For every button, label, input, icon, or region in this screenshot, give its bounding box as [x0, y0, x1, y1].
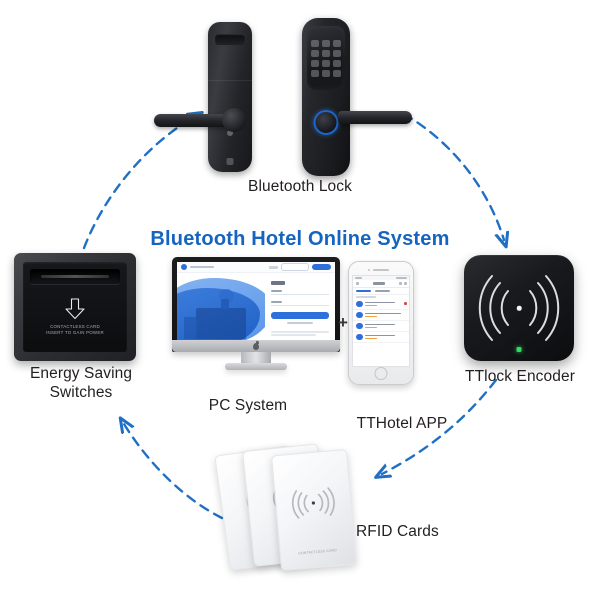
arrow-lock-to-encoder — [402, 112, 504, 240]
lock-thumbturn-icon — [222, 108, 246, 132]
list-item-text — [365, 323, 406, 329]
password-label — [271, 300, 283, 304]
rfid-cards-graphic: CONTACTLESS CARD — [214, 443, 382, 584]
tab-apartment[interactable] — [356, 290, 371, 292]
contactless-icon — [291, 487, 335, 519]
password-field[interactable] — [271, 305, 329, 307]
home-button-icon[interactable] — [374, 367, 388, 380]
city-silhouette — [183, 299, 246, 339]
search-input[interactable] — [281, 263, 309, 271]
encoder-center-dot-icon — [516, 305, 522, 311]
app-nav-title — [372, 282, 385, 285]
browser-top-bar — [177, 262, 335, 273]
forgot-password-link[interactable] — [287, 322, 314, 325]
list-item-text — [365, 301, 406, 307]
hero-illustration — [177, 273, 266, 340]
lock-exterior-panel-icon — [302, 18, 412, 176]
login-button[interactable] — [312, 263, 331, 271]
monitor-chin — [172, 340, 340, 352]
tab-basement[interactable] — [375, 290, 390, 292]
label-pc-system: PC System — [208, 397, 288, 414]
lock-handle-left-icon — [154, 114, 232, 127]
list-item-text — [365, 312, 406, 318]
monitor-body — [172, 257, 340, 352]
encoder-led-indicator — [516, 347, 522, 352]
account-label — [271, 289, 283, 292]
switch-face: CONTACTLESS CARD INSERT TO GAIN POWER — [23, 262, 127, 352]
energy-saving-switch-graphic: CONTACTLESS CARD INSERT TO GAIN POWER — [14, 253, 136, 361]
switch-frame: CONTACTLESS CARD INSERT TO GAIN POWER — [14, 253, 136, 361]
phone-screen — [352, 275, 410, 367]
browser-content — [177, 273, 335, 340]
list-item-text — [365, 334, 406, 340]
monitor-screen — [177, 262, 335, 340]
lock-keypad-glass — [307, 26, 345, 90]
rfid-card-front: CONTACTLESS CARD — [271, 448, 357, 572]
monitor-stand-neck — [241, 352, 271, 365]
earpiece-speaker-icon — [373, 269, 389, 271]
footer-note — [271, 331, 329, 337]
lock-avatar — [356, 322, 363, 330]
label-ttlock-encoder: TTlock Encoder — [465, 368, 575, 385]
tthotel-app-graphic — [348, 261, 414, 385]
lock-avatar — [356, 300, 363, 308]
login-heading — [271, 281, 286, 285]
lock-avatar — [356, 311, 363, 319]
apple-logo-icon — [253, 342, 259, 350]
encoder-body — [464, 255, 574, 361]
front-camera-icon — [368, 269, 371, 272]
lock-keypad-icon — [311, 40, 341, 77]
lock-card-slot-icon — [215, 34, 245, 45]
add-icon[interactable] — [403, 282, 407, 285]
app-tabs — [353, 288, 409, 295]
list-item[interactable] — [353, 332, 409, 343]
list-item[interactable] — [353, 310, 409, 321]
plus-symbol: + — [338, 313, 348, 332]
lock-interior-panel-icon — [154, 22, 252, 172]
ttlock-encoder-graphic — [464, 255, 574, 361]
lock-indicator-b-icon — [227, 130, 233, 136]
label-rfid-cards: RFID Cards — [356, 523, 439, 540]
monitor-stand-base — [225, 363, 287, 370]
list-item[interactable] — [353, 299, 409, 310]
rfid-card-text: CONTACTLESS CARD — [298, 548, 338, 556]
fingerprint-reader-icon — [313, 110, 339, 135]
arrow-cards-to-switch — [124, 424, 224, 520]
lock-panel-seam — [208, 80, 252, 81]
app-subtitle — [353, 295, 409, 299]
phone-body — [348, 261, 414, 385]
lock-avatar — [356, 333, 363, 341]
label-bluetooth-lock: Bluetooth Lock — [248, 178, 352, 195]
list-item[interactable] — [353, 321, 409, 332]
down-arrow-icon — [65, 298, 85, 320]
brand-text-placeholder — [190, 265, 214, 269]
bluetooth-lock-graphic — [154, 8, 412, 178]
page-title: Bluetooth Hotel Online System — [150, 228, 450, 250]
search-icon[interactable] — [398, 282, 402, 285]
rfid-wave-icon — [478, 275, 560, 341]
status-badge — [403, 302, 407, 305]
lock-keyhole-icon — [226, 158, 234, 165]
login-form — [265, 273, 335, 340]
menu-icon[interactable] — [355, 282, 359, 285]
language-selector[interactable] — [269, 265, 278, 269]
phone-status-bar — [353, 276, 409, 280]
label-tthotel-app: TTHotel APP — [356, 415, 448, 432]
switch-card-slot-icon — [30, 269, 120, 285]
lock-handle-right-icon — [338, 111, 412, 124]
pc-system-graphic — [172, 257, 340, 375]
switch-face-text: CONTACTLESS CARD INSERT TO GAIN POWER — [46, 324, 104, 336]
submit-button[interactable] — [271, 312, 329, 320]
label-energy-saving-switches: Energy Saving Switches — [29, 365, 133, 401]
account-field[interactable] — [271, 293, 329, 295]
app-nav-bar — [353, 280, 409, 288]
app-logo-icon — [181, 264, 187, 270]
